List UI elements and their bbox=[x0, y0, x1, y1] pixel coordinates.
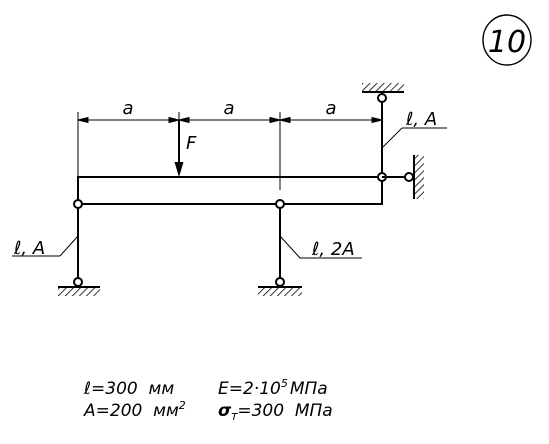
middle-rod-leader bbox=[279, 235, 362, 259]
middle-rod bbox=[275, 199, 285, 287]
right-wall-pin-support bbox=[382, 155, 424, 199]
dimension-line bbox=[77, 112, 383, 190]
left-ground-support bbox=[58, 286, 100, 296]
given-length: ℓ=300 мм bbox=[83, 379, 174, 399]
top-right-rod bbox=[377, 93, 387, 182]
force-label: F bbox=[186, 133, 197, 154]
left-rod-leader bbox=[12, 235, 79, 257]
dimension-label-a3: a bbox=[325, 98, 336, 119]
middle-rod-label: ℓ, 2A bbox=[311, 239, 355, 260]
dimension-label-a2: a bbox=[223, 98, 234, 119]
rigid-beam bbox=[77, 176, 383, 205]
left-rod-label: ℓ, A bbox=[13, 238, 45, 259]
top-right-rod-label: ℓ, A bbox=[405, 109, 437, 130]
dimension-label-a1: a bbox=[122, 98, 133, 119]
force-arrow bbox=[174, 120, 184, 177]
left-rod bbox=[73, 199, 83, 287]
middle-ground-support bbox=[258, 286, 302, 296]
problem-number: 10 bbox=[488, 25, 526, 60]
top-ceiling-support bbox=[362, 83, 404, 93]
given-area: A=200 мм2 bbox=[83, 399, 186, 421]
given-yield-stress: σТ=300 МПа bbox=[218, 401, 333, 423]
top-right-rod-leader bbox=[381, 127, 447, 149]
problem-number-circle bbox=[482, 14, 532, 66]
